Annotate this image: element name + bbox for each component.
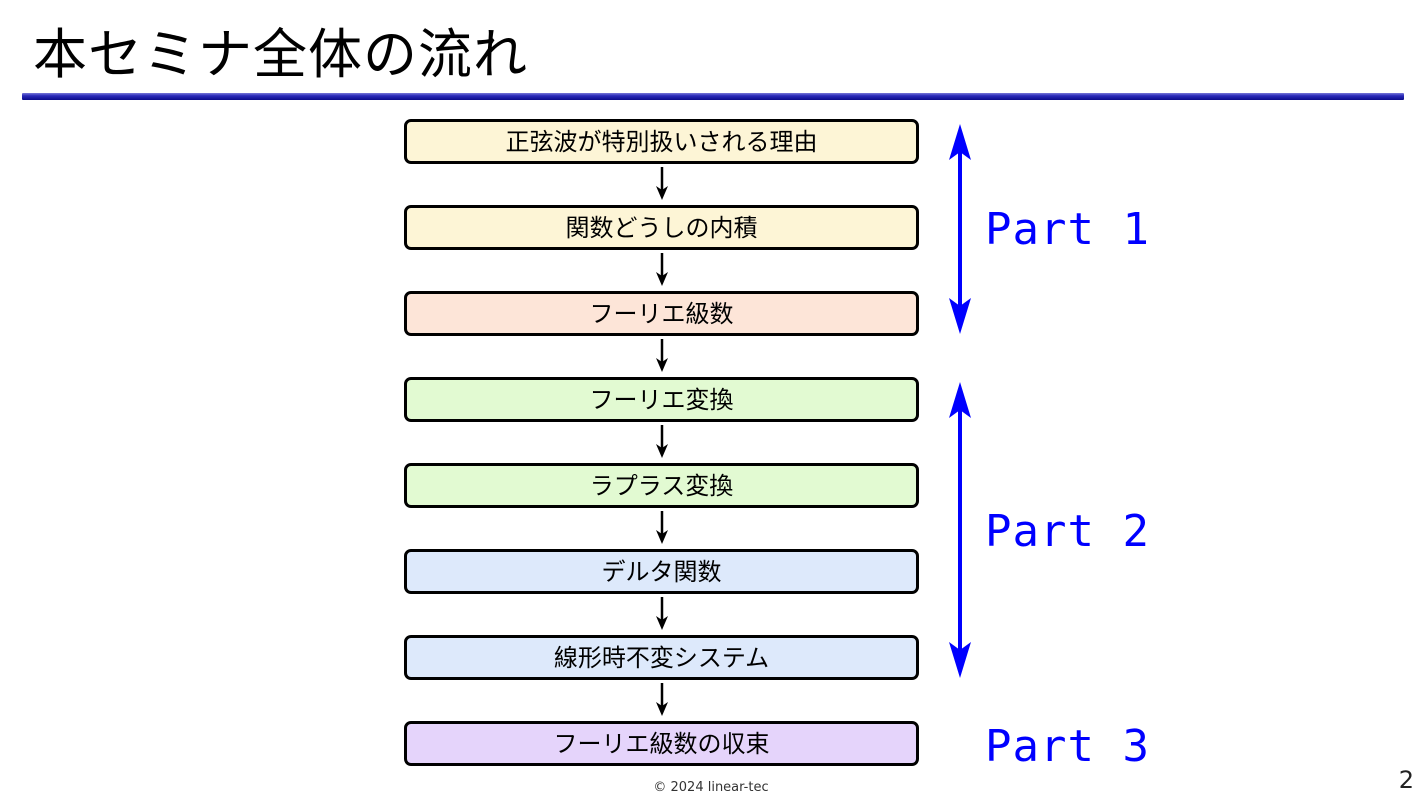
flow-arrow-head [656,444,668,458]
step-box: 関数どうしの内積 [404,205,919,250]
flow-arrow-head [656,616,668,630]
part1-label: Part 1 [985,204,1150,255]
part1-span-arrow [949,124,971,334]
page-number: 2 [1398,766,1414,794]
flow-arrow-head [656,702,668,716]
part2-span-arrow [949,382,971,678]
step-box: 線形時不変システム [404,635,919,680]
flow-arrow-head [656,272,668,286]
flow-arrow-head [656,358,668,372]
step-box: フーリエ級数 [404,291,919,336]
slide-title: 本セミナ全体の流れ [33,23,528,86]
copyright-text: © 2024 linear-tec [653,780,769,795]
title-underline [22,93,1404,100]
flow-arrow-head [656,186,668,200]
step-box: フーリエ級数の収束 [404,721,919,766]
part2-label: Part 2 [985,506,1150,557]
step-box: ラプラス変換 [404,463,919,508]
step-box: デルタ関数 [404,549,919,594]
flow-arrow-head [656,530,668,544]
copyright-footer: © 2024 linear-tec [0,780,1424,795]
part3-label: Part 3 [985,721,1150,772]
step-arrows [656,167,668,716]
step-box: 正弦波が特別扱いされる理由 [404,119,919,164]
step-box: フーリエ変換 [404,377,919,422]
